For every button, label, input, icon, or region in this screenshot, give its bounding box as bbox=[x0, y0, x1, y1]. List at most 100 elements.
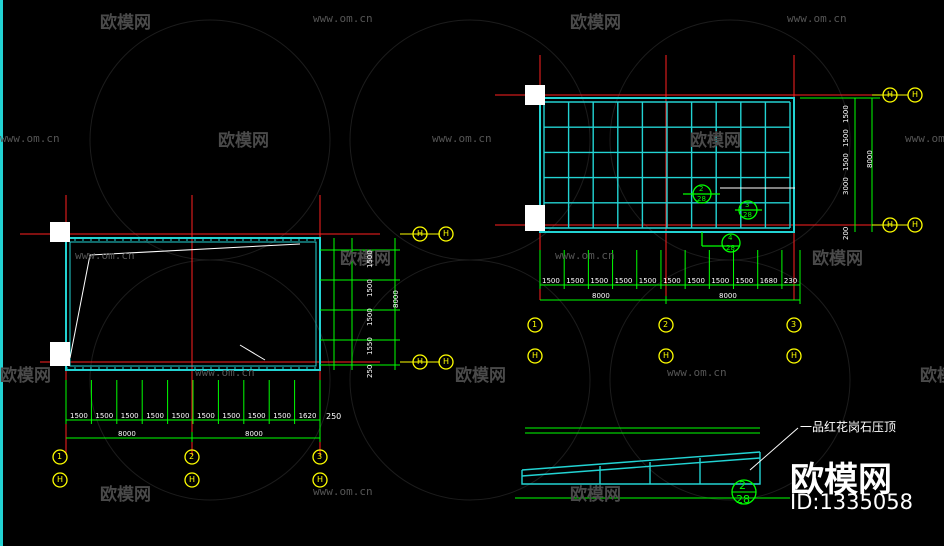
right-dim-right-label: 200 bbox=[842, 226, 850, 240]
section-view bbox=[515, 427, 799, 505]
left-dim-right-label: 1500 bbox=[366, 279, 374, 297]
brand-id: ID:1335058 bbox=[790, 490, 913, 514]
left-plan-outline bbox=[65, 237, 321, 371]
watermark-brand: 欧模网 bbox=[690, 131, 741, 151]
left-dim-bottom-label: 1500 bbox=[222, 412, 241, 420]
right-dim-bottom-label: 1500 bbox=[590, 277, 609, 285]
left-dim-total-label: 8000 bbox=[118, 430, 136, 438]
left-dim-right-label: 1500 bbox=[366, 250, 374, 268]
watermark-circles bbox=[89, 19, 851, 501]
right-marker-a bbox=[525, 85, 545, 105]
right-axis-label: H bbox=[887, 220, 894, 229]
left-dim-bottom-label: 1620 bbox=[298, 412, 317, 420]
right-plan bbox=[495, 55, 923, 364]
right-detail-sheet: 28 bbox=[743, 211, 752, 219]
left-dim-right-total: 8000 bbox=[392, 290, 400, 308]
left-plan bbox=[20, 195, 454, 488]
left-axis-label: 1 bbox=[57, 452, 63, 461]
right-dim-bottom-label: 1500 bbox=[614, 277, 633, 285]
right-plan-outline bbox=[539, 97, 795, 233]
brand-name: 欧模网 bbox=[790, 460, 892, 500]
watermark-brand: 欧模网 bbox=[218, 131, 269, 151]
watermark-url: www.om.cn bbox=[313, 12, 373, 25]
left-dim-total-label: 8000 bbox=[245, 430, 263, 438]
viewport-edge-bar bbox=[0, 0, 3, 546]
left-leader-lines bbox=[69, 243, 301, 361]
right-dim-right-label: 1500 bbox=[842, 129, 850, 147]
watermark-brand: 欧模网 bbox=[570, 13, 621, 33]
right-dim-bottom-label: 1500 bbox=[687, 277, 705, 285]
right-dim-right-label: 1500 bbox=[842, 153, 850, 171]
right-dim-bottom-label: 1500 bbox=[662, 277, 681, 285]
left-dim-bottom-label: 1500 bbox=[247, 412, 266, 420]
right-detail-sheet: 28 bbox=[726, 244, 735, 252]
right-dim-total-label: 8000 bbox=[592, 292, 610, 300]
section-detail-sheet: 28 bbox=[736, 493, 750, 506]
left-dim-right-label: 1550 bbox=[366, 337, 374, 355]
left-dim-bottom-label: 1500 bbox=[273, 412, 292, 420]
left-axis-label: H bbox=[417, 357, 424, 366]
right-detail-sheet: 28 bbox=[697, 195, 706, 203]
right-axis-label: H bbox=[887, 90, 894, 99]
right-dim-total-label: 8000 bbox=[719, 292, 737, 300]
right-panel-grid bbox=[543, 101, 791, 229]
right-axis-label: 2 bbox=[663, 320, 669, 329]
left-axis-bubbles bbox=[52, 226, 454, 488]
left-axis-label: H bbox=[417, 229, 424, 238]
right-detail-num: 2 bbox=[699, 185, 704, 193]
right-marker-b bbox=[525, 205, 545, 231]
right-axis-label: H bbox=[912, 220, 919, 229]
watermark-brand: 欧模网 bbox=[920, 366, 944, 386]
right-dim-bottom-label: 1500 bbox=[638, 277, 657, 285]
watermark-url: www.om.cn bbox=[0, 132, 60, 145]
right-dim-lines bbox=[540, 97, 880, 301]
section-dims-top bbox=[525, 427, 760, 434]
right-axis-label: H bbox=[912, 90, 919, 99]
watermark-url: www.om.cn bbox=[667, 366, 727, 379]
left-axis-label: H bbox=[443, 229, 450, 238]
right-detail-num: 3 bbox=[745, 201, 750, 209]
left-dim-extra-label: 250 bbox=[326, 412, 342, 421]
left-dim-right-label: 1500 bbox=[366, 308, 374, 326]
left-dim-ticks bbox=[65, 380, 321, 442]
watermark-url: www.om.cn bbox=[555, 249, 615, 262]
watermark-brand: 欧模网 bbox=[570, 485, 621, 505]
right-axis-label: H bbox=[663, 351, 670, 360]
left-dim-right-extra: 250 bbox=[366, 364, 374, 378]
watermark-brand: 欧模网 bbox=[812, 249, 863, 269]
right-dim-right-label: 1500 bbox=[842, 105, 850, 123]
section-detail-num: 2 bbox=[739, 479, 746, 492]
right-dim-bottom-label: 1500 bbox=[542, 277, 560, 285]
left-dim-bottom-label: 1500 bbox=[146, 412, 165, 420]
right-axis-label: 3 bbox=[791, 320, 797, 329]
right-dim-bottom-label: 230 bbox=[783, 277, 798, 285]
right-dim-right-label: 3000 bbox=[842, 177, 850, 195]
watermark-brand: 欧模网 bbox=[100, 13, 151, 33]
right-dim-bottom-label: 1500 bbox=[735, 277, 754, 285]
right-axis-bubbles bbox=[527, 87, 923, 364]
watermark-url: www.om.cn bbox=[787, 12, 847, 25]
watermark-brand: 欧模网 bbox=[0, 366, 51, 386]
watermark-url: www.om.cn bbox=[195, 366, 255, 379]
watermark-brand: 欧模网 bbox=[455, 366, 506, 386]
left-axis-label: H bbox=[443, 357, 450, 366]
watermark-brand: 欧模网 bbox=[340, 249, 391, 269]
right-dim-right-total: 8000 bbox=[866, 150, 874, 168]
left-marker-b bbox=[50, 342, 70, 366]
left-dim-bottom-label: 1500 bbox=[171, 412, 190, 420]
left-axis-label: 2 bbox=[189, 452, 195, 461]
left-axis-label: 3 bbox=[317, 452, 323, 461]
right-dim-bottom-label: 1500 bbox=[711, 277, 730, 285]
left-dim-bottom-label: 1500 bbox=[95, 412, 114, 420]
watermark-url: www.om.cn bbox=[75, 249, 135, 262]
left-dim-bottom-label: 1500 bbox=[70, 412, 88, 420]
left-dim-bottom-label: 1500 bbox=[120, 412, 139, 420]
left-axis-label: H bbox=[317, 475, 324, 484]
right-axis-label: 1 bbox=[532, 320, 538, 329]
watermark-url: www.om.cn bbox=[432, 132, 492, 145]
right-dim-bottom-label: 1500 bbox=[566, 277, 585, 285]
right-axis-label: H bbox=[532, 351, 539, 360]
section-callout-label: 一品红花岗石压顶 bbox=[800, 420, 897, 434]
section-outline bbox=[521, 451, 761, 485]
